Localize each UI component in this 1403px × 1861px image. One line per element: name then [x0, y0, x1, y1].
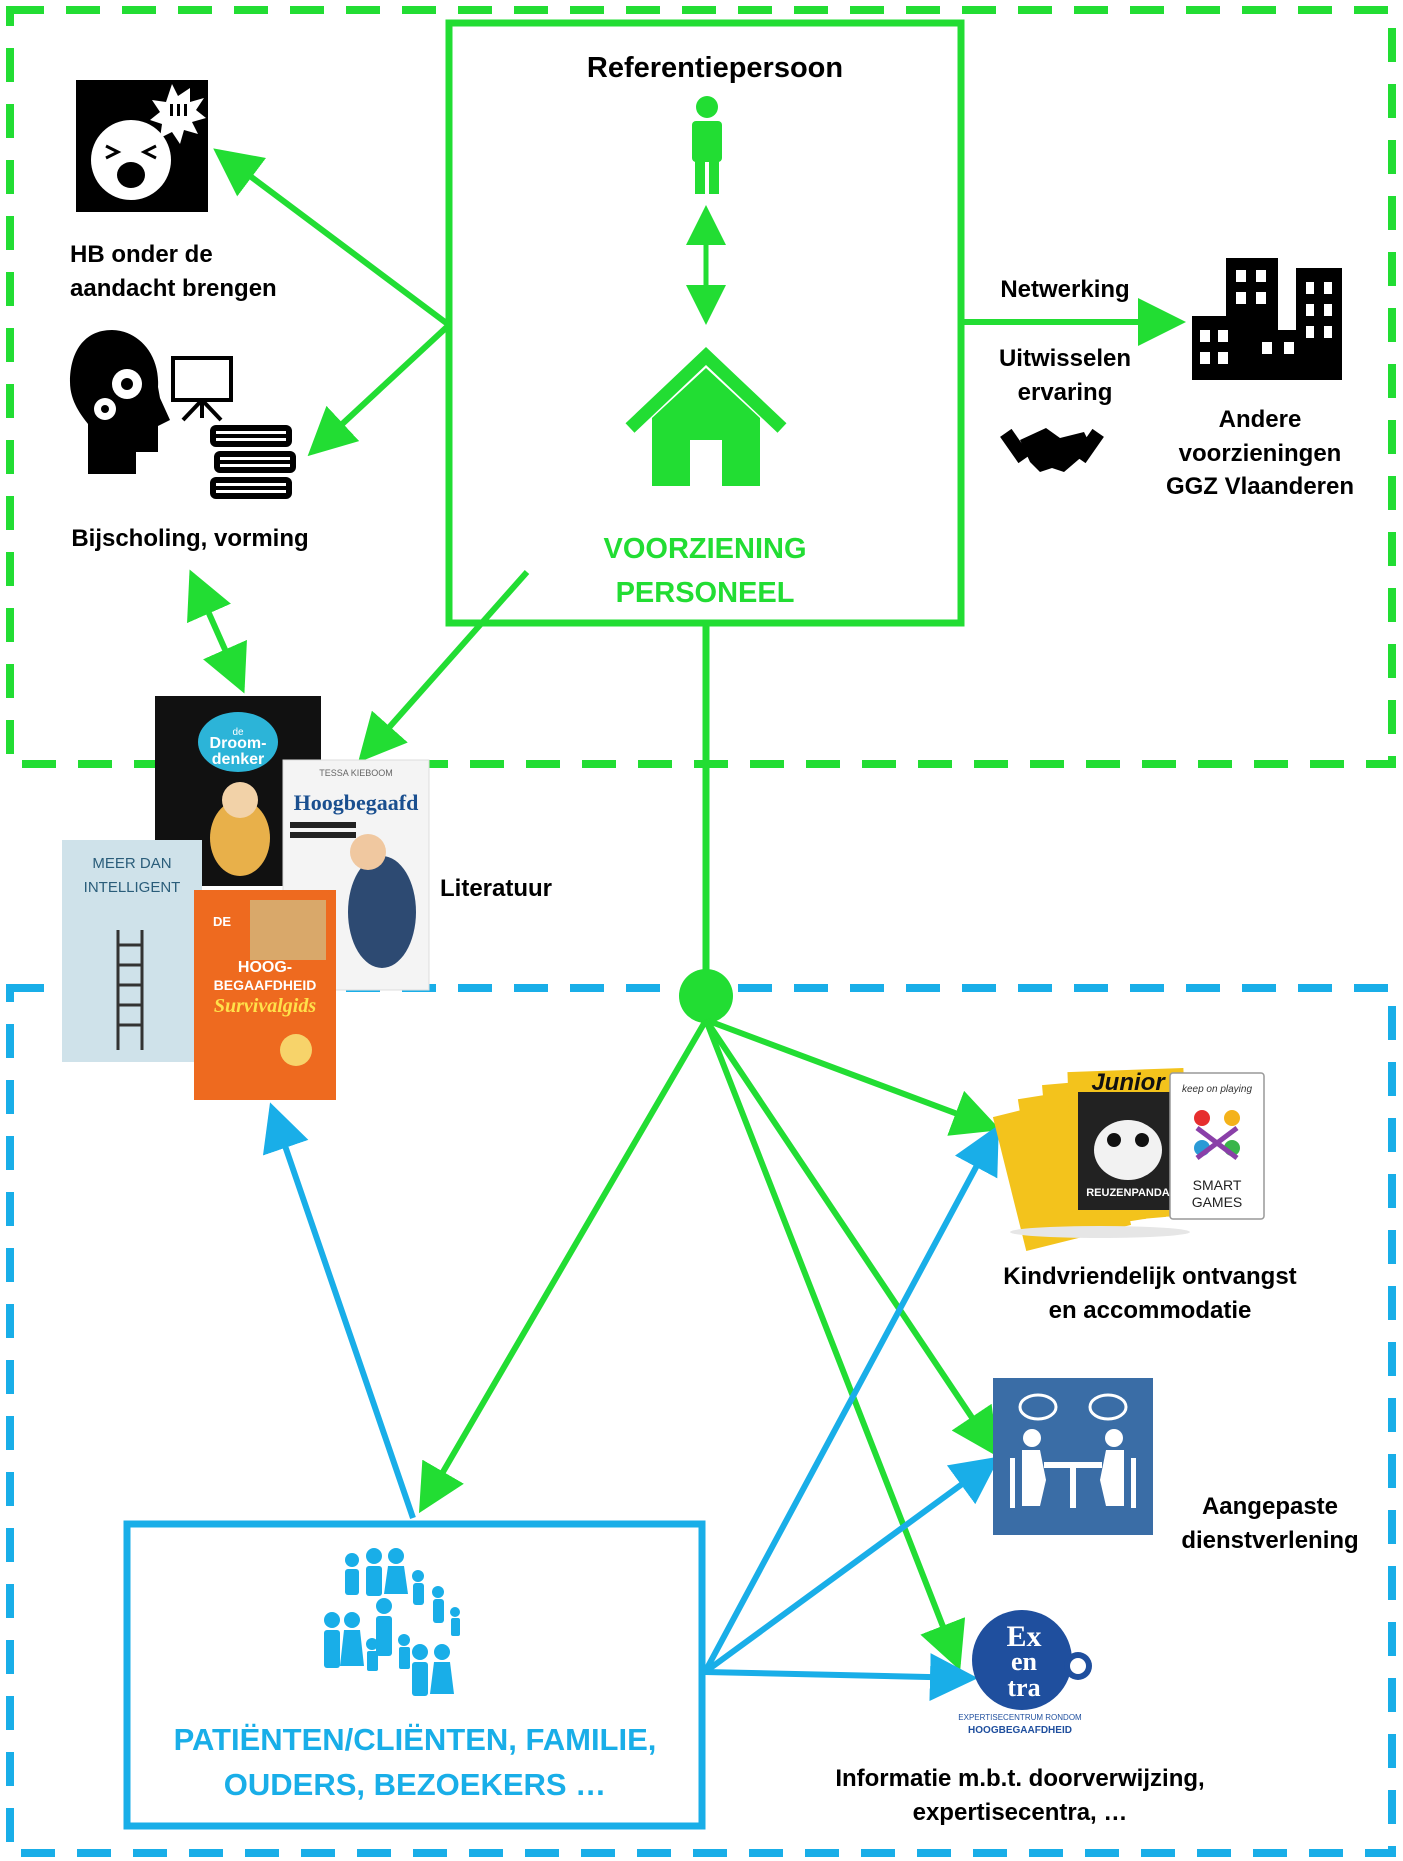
voorziening-personeel-title: VOORZIENING PERSONEEL: [520, 528, 890, 615]
arrow-patients-to-literatuur: [262, 1102, 416, 1519]
books-icon: [210, 425, 296, 499]
head-gears-icon: [70, 330, 170, 474]
screaming-face-icon: [76, 80, 208, 212]
meeting-icon: [993, 1378, 1153, 1535]
svg-text:REUZENPANDA: REUZENPANDA: [1086, 1187, 1170, 1199]
staff-region-border: [6, 6, 1396, 768]
voorziening-line2: PERSONEEL: [615, 576, 795, 609]
arrow-patients-to-dienst: [703, 1456, 1000, 1675]
book-meer-dan-intelligent: MEER DAN INTELLIGENT: [62, 840, 202, 1062]
arrow-bijscholing-literatuur: [187, 569, 247, 694]
svg-text:GAMES: GAMES: [1192, 1194, 1243, 1210]
house-icon: [625, 347, 787, 486]
patients-line1: PATIËNTEN/CLIËNTEN, FAMILIE,: [173, 1722, 657, 1757]
voorziening-line1: VOORZIENING: [603, 533, 807, 565]
svg-text:DE: DE: [213, 914, 231, 929]
svg-text:Junior: Junior: [1091, 1069, 1166, 1096]
arrow-patients-to-kind: [702, 1124, 999, 1674]
presentation-board-icon: [171, 356, 233, 422]
informatie-label: Informatie m.b.t. doorverwijzing, expert…: [835, 1765, 1205, 1826]
andere-voorzieningen-label: Andere voorzieningen GGZ Vlaanderen: [1165, 406, 1355, 501]
arrow-hub-to-exentra: [703, 1018, 966, 1671]
svg-text:HOOG-: HOOG-: [238, 959, 292, 976]
svg-text:en: en: [1011, 1647, 1038, 1676]
svg-text:denker: denker: [212, 751, 264, 768]
svg-text:tra: tra: [1007, 1673, 1040, 1702]
arrow-hub-to-dienst: [703, 1018, 999, 1457]
svg-text:keep on playing: keep on playing: [1182, 1084, 1252, 1095]
hub-node: [679, 969, 733, 1023]
patients-title: PATIËNTEN/CLIËNTEN, FAMILIE, OUDERS, BEZ…: [130, 1718, 700, 1808]
book-droomdenker: de Droom- denker: [155, 696, 321, 886]
arrow-patients-to-exentra: [704, 1653, 978, 1702]
svg-text:Droom-: Droom-: [210, 735, 267, 752]
referentiepersoon-label: Referentiepersoon: [586, 52, 844, 84]
literatuur-label: Literatuur: [440, 875, 553, 902]
bijscholing-label: Bijscholing, vorming: [71, 525, 309, 552]
svg-text:EXPERTISECENTRUM RONDOM: EXPERTISECENTRUM RONDOM: [958, 1713, 1082, 1722]
handshake-icon: [1000, 428, 1104, 472]
arrow-to-bijscholing: [307, 322, 452, 457]
buildings-icon: [1192, 258, 1342, 380]
family-icon: [324, 1548, 460, 1696]
arrow-to-hb: [213, 148, 451, 328]
book-survivalgids: DE HOOG- BEGAAFDHEID Survivalgids: [194, 890, 336, 1100]
hb-label: HB onder de aandacht brengen: [70, 241, 277, 302]
person-icon: [692, 96, 722, 194]
exentra-logo: Ex en tra EXPERTISECENTRUM RONDOM HOOGBE…: [958, 1610, 1092, 1736]
svg-text:INTELLIGENT: INTELLIGENT: [84, 879, 181, 896]
svg-text:Survivalgids: Survivalgids: [214, 995, 316, 1017]
kindvriendelijk-label: Kindvriendelijk ontvangst en accommodati…: [1003, 1263, 1297, 1324]
svg-text:SMART: SMART: [1193, 1177, 1242, 1193]
svg-text:HOOGBEGAAFDHEID: HOOGBEGAAFDHEID: [968, 1725, 1072, 1736]
arrow-hub-to-patients: [418, 1018, 709, 1514]
svg-text:Ex: Ex: [1006, 1620, 1041, 1653]
netwerking-label: Netwerking: [1000, 276, 1130, 303]
arrow-hub-to-kind: [704, 1017, 1001, 1136]
svg-text:Hoogbegaafd: Hoogbegaafd: [294, 790, 419, 815]
uitwisselen-label: Uitwisselen ervaring: [998, 345, 1132, 406]
patients-line2: OUDERS, BEZOEKERS …: [223, 1766, 607, 1802]
svg-text:TESSA KIEBOOM: TESSA KIEBOOM: [319, 768, 393, 778]
svg-text:BEGAAFDHEID: BEGAAFDHEID: [214, 977, 317, 993]
svg-text:MEER DAN: MEER DAN: [92, 855, 171, 872]
svg-text:de: de: [232, 727, 244, 738]
aangepaste-label: Aangepaste dienstverlening: [1181, 1493, 1359, 1554]
junior-magazines-image: Junior REUZENPANDA: [992, 1068, 1190, 1252]
smart-games-logo: keep on playing SMART GAMES: [1169, 1072, 1265, 1220]
arrow-to-literatuur: [358, 570, 530, 763]
